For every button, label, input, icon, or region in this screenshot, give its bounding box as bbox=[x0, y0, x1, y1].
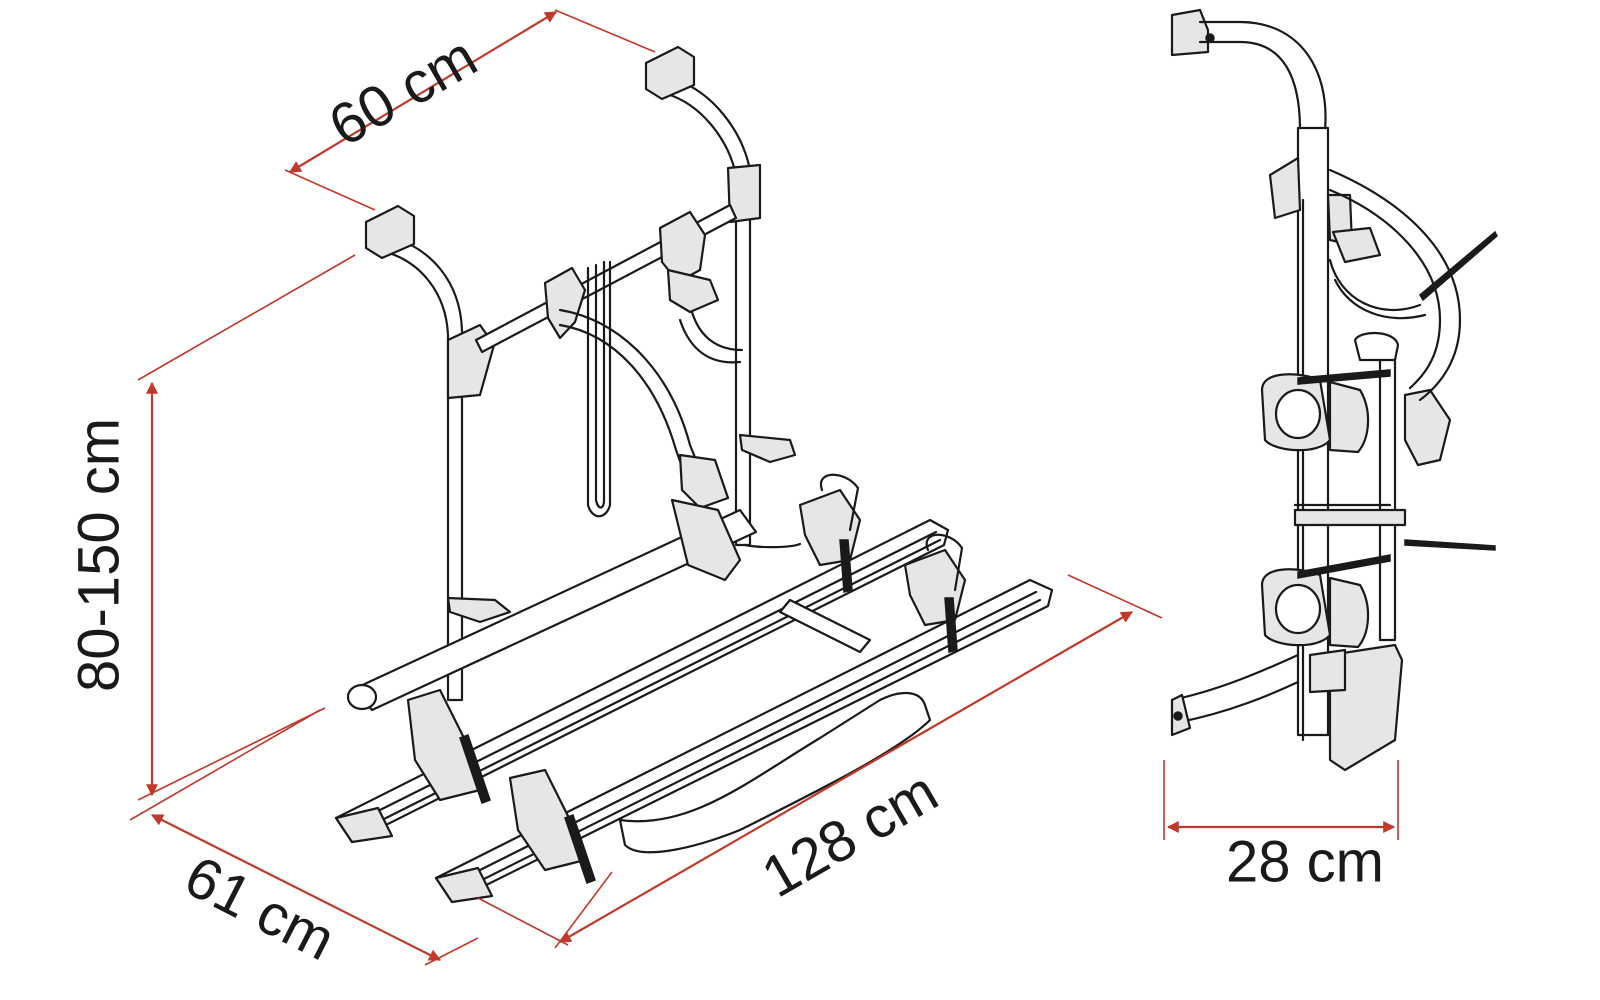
wall-bracket-right bbox=[644, 45, 696, 101]
dim-line-60 bbox=[288, 11, 558, 173]
label-height: 80-150 cm bbox=[66, 418, 131, 692]
bike-rack-isometric-view bbox=[334, 45, 1054, 904]
wall-bracket-left bbox=[364, 204, 416, 260]
label-width-top: 60 cm bbox=[318, 24, 487, 159]
label-side-depth: 28 cm bbox=[1226, 829, 1384, 894]
dim-line-61 bbox=[150, 814, 442, 961]
dimension-lines bbox=[129, 9, 1399, 966]
bike-rack-side-view bbox=[1170, 8, 1498, 772]
label-depth: 61 cm bbox=[175, 843, 345, 973]
dim-line-128 bbox=[558, 611, 1134, 943]
